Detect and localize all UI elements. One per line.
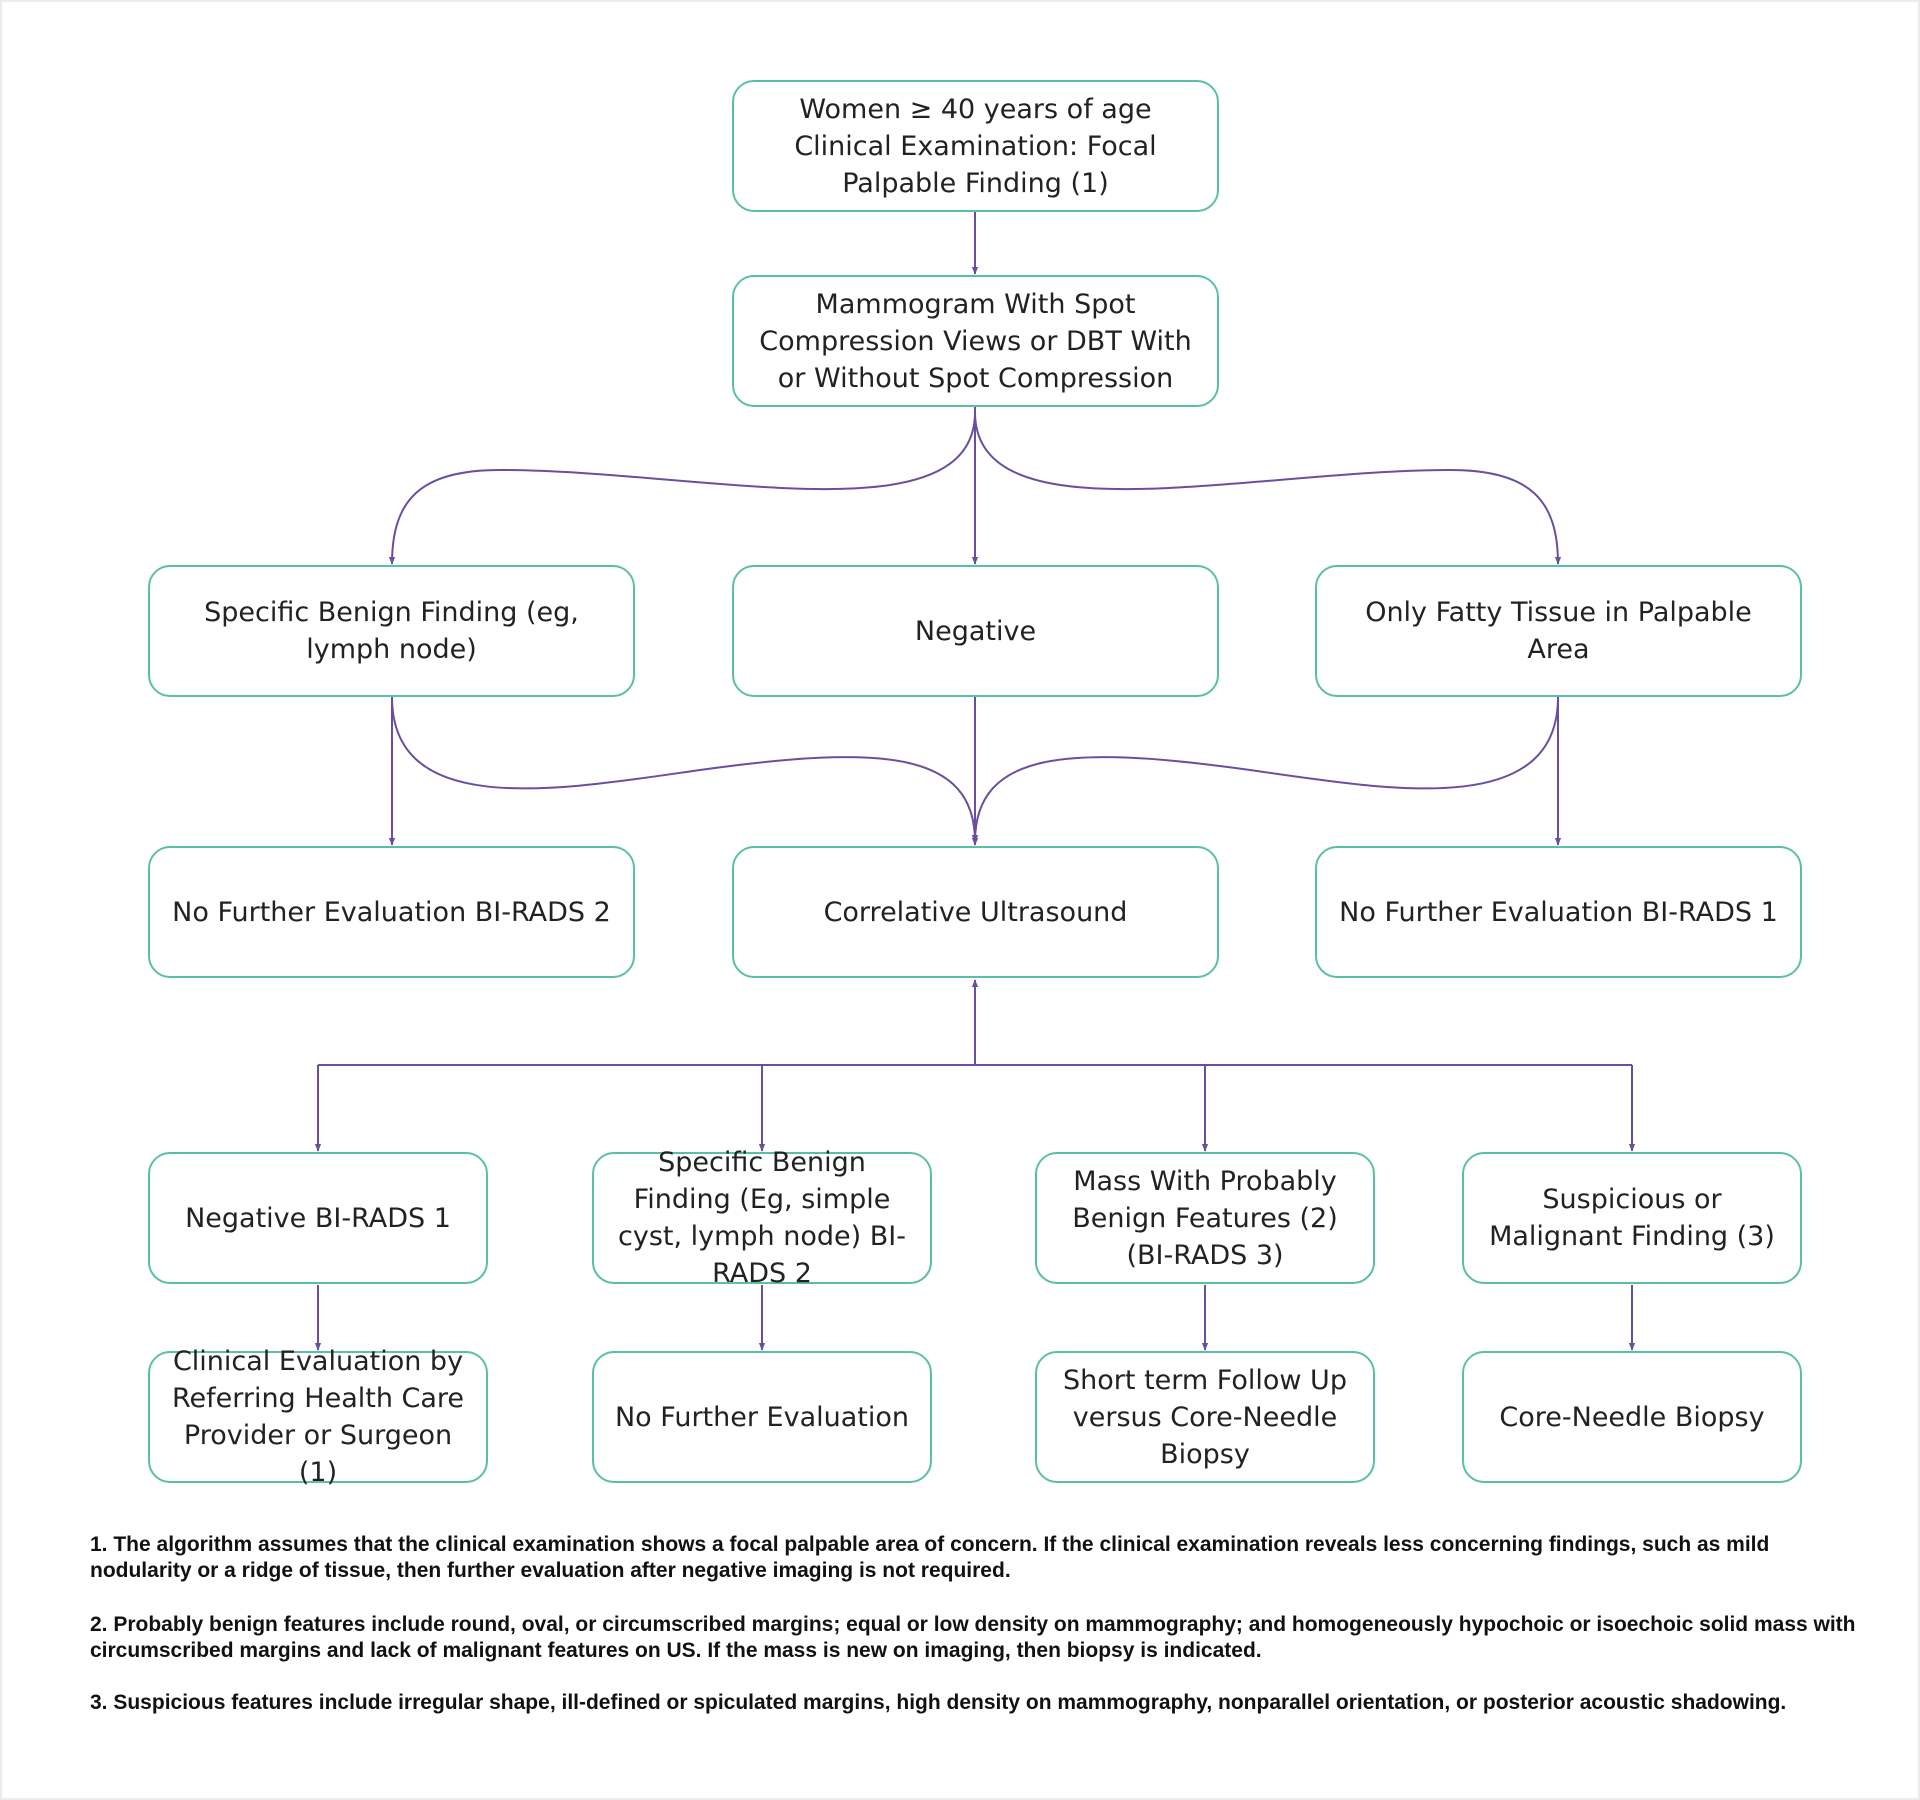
no-further-birads1-node: No Further Evaluation BI-RADS 1 — [1315, 846, 1802, 978]
clinical-evaluation-node: Clinical Evaluation by Referring Health … — [148, 1346, 488, 1488]
correlative-ultrasound-node: Correlative Ultrasound — [732, 846, 1219, 978]
arrow-fatty-to-ultrasound — [971, 696, 1559, 843]
footnote-2: 2. Probably benign features include roun… — [90, 1613, 1856, 1662]
short-term-follow-up-node: Short term Follow Up versus Core-Needle … — [1035, 1351, 1375, 1483]
footnote-1: 1. The algorithm assumes that the clinic… — [90, 1533, 1770, 1582]
us-specific-benign-node: Specific Benign Finding (Eg, simple cyst… — [592, 1147, 932, 1289]
suspicious-node: Suspicious or Malignant Finding (3) — [1462, 1152, 1802, 1284]
arrow-mammogram-to-fatty — [974, 411, 1562, 565]
core-needle-biopsy-node: Core-Needle Biopsy — [1462, 1351, 1802, 1483]
fatty-tissue-node: Only Fatty Tissue in Palpable Area — [1315, 565, 1802, 697]
specific-benign-node: Specific Benign Finding (eg, lymph node) — [148, 565, 635, 697]
arrow-mammogram-to-specific-benign — [388, 411, 976, 565]
mammogram-node: Mammogram With Spot Compression Views or… — [732, 275, 1219, 407]
no-further-birads2-node: No Further Evaluation BI-RADS 2 — [148, 846, 635, 978]
no-further-evaluation-node: No Further Evaluation — [592, 1351, 932, 1483]
footnote-3: 3. Suspicious features include irregular… — [90, 1691, 1787, 1714]
probably-benign-node: Mass With Probably Benign Features (2) (… — [1035, 1152, 1375, 1284]
arrow-specific-benign-to-ultrasound — [391, 696, 979, 843]
start-node: Women ≥ 40 years of age Clinical Examina… — [732, 80, 1219, 212]
negative-birads1-node: Negative BI-RADS 1 — [148, 1152, 488, 1284]
negative-node: Negative — [732, 565, 1219, 697]
